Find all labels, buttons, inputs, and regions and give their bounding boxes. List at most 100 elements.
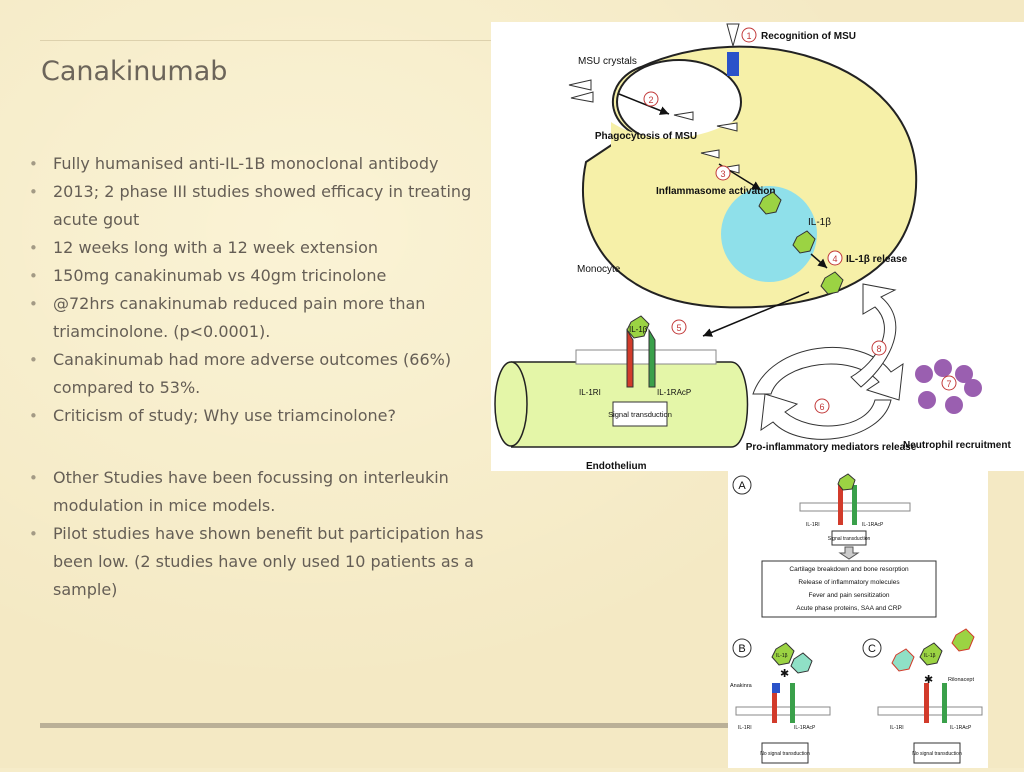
step2-label: Phagocytosis of MSU bbox=[595, 131, 697, 142]
marker-3 bbox=[715, 165, 731, 181]
signal-label: Signal transduction bbox=[828, 536, 871, 542]
bullet-text: 150mg canakinumab vs 40gm tricinolone bbox=[53, 266, 387, 285]
anakinra-label: Anakinra bbox=[730, 683, 753, 689]
bullet-text: @72hrs canakinumab reduced pain more tha… bbox=[53, 294, 426, 341]
no-signal-label: No signal transduction bbox=[912, 751, 962, 757]
rilonacept-trap-icon bbox=[951, 628, 975, 652]
step3-label: Inflammasome activation bbox=[656, 186, 775, 197]
release-arrow bbox=[810, 253, 828, 269]
cycle-arrow-icon bbox=[760, 393, 892, 440]
marker-6-label: 6 bbox=[819, 402, 824, 412]
top-rule bbox=[40, 40, 492, 41]
bullet-item: • Criticism of study; Why use triamcinolo… bbox=[25, 402, 485, 430]
cycle-arrow-icon bbox=[752, 346, 904, 401]
bullet-text: Criticism of study; Why use triamcinolon… bbox=[53, 406, 397, 425]
membrane bbox=[575, 349, 717, 365]
marker-7 bbox=[941, 375, 957, 391]
marker-5 bbox=[671, 319, 687, 335]
msu-crystals-label: MSU crystals bbox=[578, 56, 637, 67]
bullet-text: Canakinumab had more adverse outcomes (6… bbox=[53, 350, 452, 397]
neutrophil-icon bbox=[964, 379, 982, 397]
bullet-item: • Other Studies have been focussing on in… bbox=[25, 464, 485, 520]
marker-4-label: 4 bbox=[832, 254, 837, 264]
il1racp-receptor-icon bbox=[852, 485, 857, 525]
gout-pathway-figure: 1 Recognition of MSU MSU crystals 2 Phag… bbox=[491, 22, 1024, 472]
bullet-text: 12 weeks long with a 12 week extension bbox=[53, 238, 379, 257]
il1b-ligand-icon bbox=[771, 642, 795, 666]
bullet-dot-icon: • bbox=[29, 183, 38, 201]
neutrophil-icon bbox=[934, 359, 952, 377]
il1racp-receptor-icon bbox=[942, 683, 947, 723]
msu-crystal-icon bbox=[570, 91, 594, 103]
signal-arrow bbox=[702, 291, 810, 337]
bullet-text: 2013; 2 phase III studies showed efficac… bbox=[53, 182, 472, 229]
bullet-item: • @72hrs canakinumab reduced pain more th… bbox=[25, 290, 485, 346]
il1ri-label: IL-1RI bbox=[579, 388, 601, 397]
bullet-dot-icon: • bbox=[29, 155, 38, 173]
bullet-item: • 2013; 2 phase III studies showed effica… bbox=[25, 178, 485, 234]
il1racp-label: IL-1RAcP bbox=[794, 725, 816, 731]
no-signal-box-c bbox=[913, 742, 961, 764]
bullet-dot-icon: • bbox=[29, 469, 38, 487]
no-signal-box-b bbox=[761, 742, 809, 764]
outcome-item: Acute phase proteins, SAA and CRP bbox=[796, 605, 902, 612]
outcome-item: Fever and pain sensitization bbox=[809, 592, 890, 599]
antagonist-icon bbox=[790, 652, 813, 674]
down-arrow-icon bbox=[838, 546, 860, 560]
signal-box-a bbox=[831, 530, 867, 546]
marker-3-label: 3 bbox=[720, 169, 725, 179]
outcome-item: Release of inflammatory molecules bbox=[798, 579, 900, 586]
no-signal-label: No signal transduction bbox=[760, 751, 810, 757]
endothelium-tube-end bbox=[494, 361, 528, 447]
il1ri-label: IL-1RI bbox=[806, 522, 820, 528]
il1b-hexagon-icon bbox=[820, 271, 844, 295]
monocyte-label: Monocyte bbox=[577, 264, 621, 275]
membrane-c bbox=[877, 706, 983, 716]
panel-a-label: A bbox=[738, 480, 746, 492]
bullet-item: •Pilot studies have shown benefit but pa… bbox=[25, 520, 485, 604]
neutrophil-icon bbox=[915, 365, 933, 383]
recruitment-arrow-icon bbox=[850, 283, 897, 388]
neutrophil-icon bbox=[918, 391, 936, 409]
il1b-label: IL-1β bbox=[808, 217, 831, 228]
slide-title: Canakinumab bbox=[41, 56, 228, 87]
block-icon: ✱ bbox=[924, 674, 933, 686]
panel-b-label: B bbox=[738, 643, 745, 655]
il1b-ligand-icon bbox=[919, 642, 943, 666]
il1racp-label: IL-1RAcP bbox=[862, 522, 884, 528]
msu-crystal-icon bbox=[716, 122, 738, 132]
bullet-dot-icon: • bbox=[29, 525, 38, 543]
marker-5-label: 5 bbox=[676, 323, 681, 333]
panel-c-badge bbox=[862, 638, 882, 658]
bullet-item: • 150mg canakinumab vs 40gm tricinolone bbox=[25, 262, 485, 290]
bullet-text: Other Studies have been focussing on int… bbox=[53, 468, 449, 515]
neutrophil-icon bbox=[945, 396, 963, 414]
bullet-spacer bbox=[25, 430, 485, 464]
bullet-dot-icon: • bbox=[29, 295, 38, 313]
il1ri-receptor-icon bbox=[626, 328, 634, 388]
mechanism-panels-figure: A IL-1RI IL-1RAcP Signal transduction Ca… bbox=[728, 471, 988, 768]
il1ri-receptor-icon bbox=[924, 683, 929, 723]
marker-7-label: 7 bbox=[946, 379, 951, 389]
msu-crystal-icon bbox=[568, 79, 592, 91]
outcomes-box bbox=[761, 560, 937, 618]
il1b-ligand-icon bbox=[626, 315, 650, 339]
il1racp-receptor-icon bbox=[790, 683, 795, 723]
bullet-item: •Canakinumab had more adverse outcomes (… bbox=[25, 346, 485, 402]
bullet-list: •Fully humanised anti-IL-1B monoclonal a… bbox=[25, 150, 485, 604]
marker-6 bbox=[814, 398, 830, 414]
panel-a-badge bbox=[732, 475, 752, 495]
il1b-receptor-ligand-label: IL-1β bbox=[629, 325, 648, 334]
bullet-dot-icon: • bbox=[29, 407, 38, 425]
block-icon: ✱ bbox=[780, 668, 789, 680]
il1ri-label: IL-1RI bbox=[738, 725, 752, 731]
bullet-dot-icon: • bbox=[29, 267, 38, 285]
pro-inflammatory-label: Pro-inflammatory mediators release bbox=[746, 442, 917, 453]
marker-2 bbox=[643, 91, 659, 107]
mechanism-panels: A IL-1RI IL-1RAcP Signal transduction Ca… bbox=[730, 473, 983, 764]
rilonacept-trap-icon bbox=[891, 648, 915, 672]
step2-label-text: Phagocytosis of MSU bbox=[595, 131, 697, 142]
signal-box bbox=[612, 401, 668, 427]
marker-8 bbox=[871, 340, 887, 356]
